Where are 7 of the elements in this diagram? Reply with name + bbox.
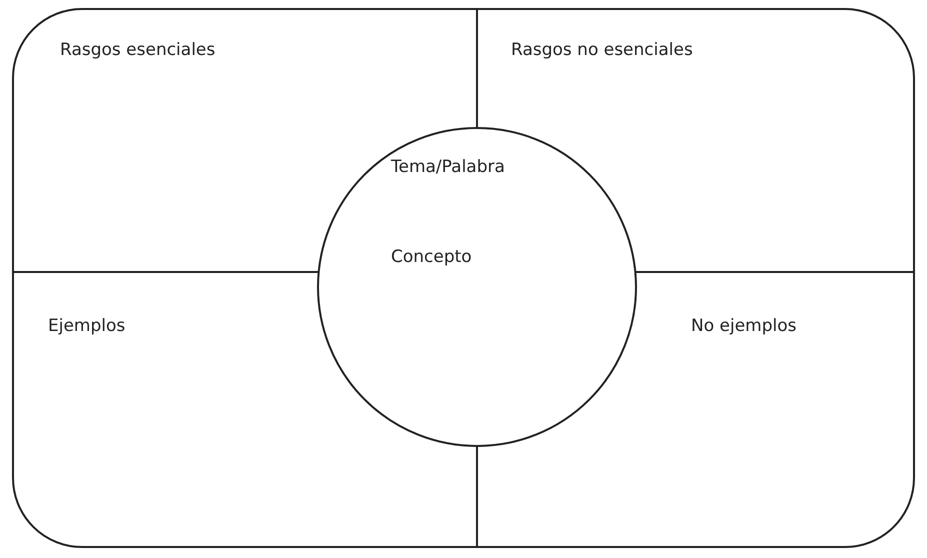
quadrant-heading: Rasgos esenciales [60, 40, 216, 60]
topic-label: Tema/Palabra [391, 157, 505, 177]
rounded-frame [12, 8, 915, 548]
concept-label: Concepto [391, 247, 472, 267]
quadrant-heading: No ejemplos [691, 316, 796, 336]
quadrant-heading: Ejemplos [48, 316, 126, 336]
quadrant-heading: Rasgos no esenciales [511, 40, 693, 60]
